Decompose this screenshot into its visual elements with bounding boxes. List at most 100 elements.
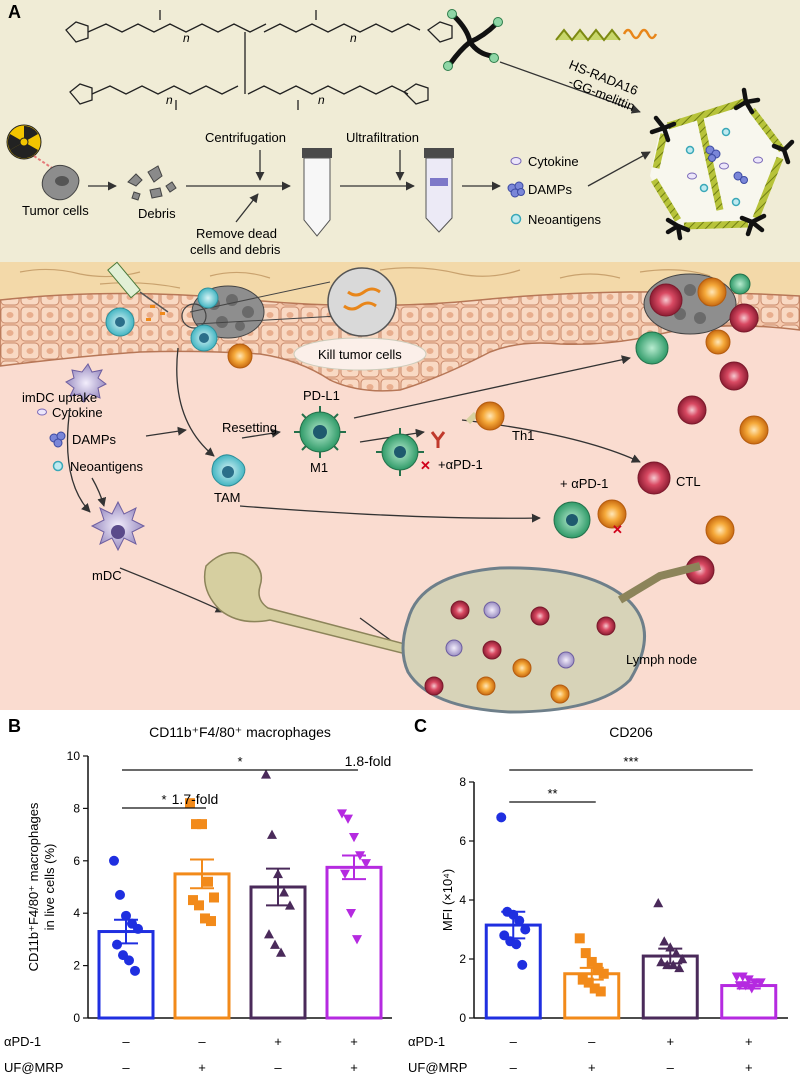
chart-b-point-g1	[124, 955, 134, 966]
chart-b-point-g2	[206, 916, 216, 927]
chart-c-point-g1	[496, 812, 507, 823]
chart-c-treatment-r2-c3: –	[667, 1060, 675, 1075]
lymph-node-label: Lymph node	[626, 652, 697, 667]
chart-b-point-g4	[343, 814, 353, 824]
chart-b-treatment-r1-c1: –	[122, 1034, 130, 1049]
chart-c-point-g2	[583, 977, 594, 988]
m1-macrophage-3	[553, 501, 591, 539]
damps-label: DAMPs	[528, 182, 573, 197]
cytokine-icon	[510, 157, 522, 165]
tam-cell-1	[105, 307, 135, 337]
centrifugation-label: Centrifugation	[205, 130, 286, 145]
radiation-icon	[6, 124, 53, 169]
chart-b-point-g2	[203, 876, 213, 887]
chart-b-treatment-r2-c4: +	[350, 1060, 358, 1075]
tam-label: TAM	[214, 490, 240, 505]
chart-b-ytick-label: 10	[67, 749, 81, 763]
mdc-cell-icon	[90, 500, 146, 552]
chart-b-bar-4	[325, 865, 383, 1020]
chart-b-point-g3	[270, 939, 280, 949]
row-label-apd1-b: αPD-1	[4, 1034, 41, 1049]
remove-dead-label-1: Remove dead	[196, 226, 277, 241]
chart-b-fold-label-1: 1.7-fold	[172, 791, 219, 807]
chart-c-treatment-r2-c1: –	[510, 1060, 518, 1075]
chart-b-point-g1	[109, 855, 119, 866]
chart-c-point-g2	[595, 986, 606, 997]
chart-c-point-g1	[514, 915, 525, 926]
th1-label: Th1	[512, 428, 534, 443]
imdc-damps-icon	[49, 431, 66, 448]
chart-b-point-g4	[352, 935, 362, 945]
peg-subscript-n3: n	[166, 93, 173, 107]
m1-macrophage-1	[294, 406, 346, 458]
th1-cell-small	[227, 343, 253, 369]
th1-cell	[465, 401, 505, 431]
imdc-uptake-label: imDC uptake	[22, 390, 97, 405]
chart-c-point-g3	[674, 962, 685, 973]
neoantigens-label: Neoantigens	[528, 212, 601, 227]
imdc-cytokine-icon	[37, 408, 47, 416]
chart-c-point-g2	[574, 933, 585, 944]
chart-c-point-g3	[668, 959, 679, 970]
m1-macrophage-2	[376, 428, 424, 476]
chart-b-point-g3	[279, 887, 289, 897]
chart-c-point-g3	[671, 948, 682, 958]
chart-c-point-g1	[511, 939, 522, 950]
ctl-cell-bound	[597, 499, 627, 529]
debris-icon	[127, 165, 177, 201]
imdc-damps-label: DAMPs	[72, 432, 117, 447]
chart-c-sig-symbol-1: **	[547, 786, 557, 801]
lymphatic-vessel	[203, 551, 433, 662]
chart-b-treatment-r1-c4: +	[350, 1034, 358, 1049]
lymph-node-icon	[401, 562, 701, 714]
chart-b-treatment-r2-c2: +	[198, 1060, 206, 1075]
chart-b-bar-3	[249, 885, 307, 1020]
chart-c-treatment-r1-c1: –	[510, 1034, 518, 1049]
chart-b-treatment-r2-c1: –	[122, 1060, 130, 1075]
chart-b-point-g4	[346, 908, 356, 919]
peptide-icon	[555, 28, 658, 42]
debris-label: Debris	[138, 206, 176, 221]
chart-b-title: CD11b⁺F4/80⁺ macrophages	[149, 724, 331, 740]
chart-c-point-g3	[677, 954, 688, 964]
chart-c-point-g4	[737, 972, 748, 982]
chart-c-point-g3	[659, 936, 670, 946]
peg-maleimide-structure	[65, 10, 453, 110]
chart-b-point-g1	[112, 939, 122, 950]
chart-b-point-g2	[185, 798, 195, 809]
imdc-neoantigens-label: Neoantigens	[70, 459, 143, 474]
chart-b-point-g3	[276, 947, 286, 957]
peg-subscript-n1: n	[183, 31, 190, 45]
chart-c-ytick-label: 2	[459, 952, 466, 966]
chart-c-point-g2	[586, 956, 597, 967]
row-label-ufmrp-b: UF@MRP	[4, 1060, 63, 1075]
chart-b-ytick-label: 4	[73, 906, 80, 920]
chart-b-point-g4	[361, 859, 371, 869]
peg-subscript-n4: n	[318, 93, 325, 107]
chart-c-point-g1	[517, 959, 528, 970]
damps-icon	[507, 181, 525, 198]
chart-b-point-g1	[133, 923, 143, 934]
row-label-ufmrp-c: UF@MRP	[408, 1060, 467, 1075]
ctl-cell	[637, 461, 671, 495]
remove-dead-label-2: cells and debris	[190, 242, 281, 257]
peg-subscript-n2: n	[350, 31, 357, 45]
panel-b-label: B	[8, 716, 21, 736]
chart-c-title: CD206	[609, 724, 653, 740]
chart-b-ytick-label: 6	[73, 854, 80, 868]
chart-b-point-g3	[267, 829, 277, 839]
syringe-icon	[107, 261, 169, 321]
chart-c-point-g3	[653, 897, 664, 908]
block-x-icon-1: ✕	[420, 458, 431, 473]
magnifier-icon	[181, 267, 397, 337]
tam-cell-main	[211, 454, 246, 487]
chart-b-point-g2	[194, 900, 204, 911]
chart-c-treatment-r1-c4: +	[745, 1034, 753, 1049]
apd1-label-2: + αPD-1	[560, 476, 608, 491]
chart-c-ytick-label: 0	[459, 1011, 466, 1025]
chart-c-point-g1	[520, 924, 531, 935]
resetting-label: Resetting	[222, 420, 277, 435]
